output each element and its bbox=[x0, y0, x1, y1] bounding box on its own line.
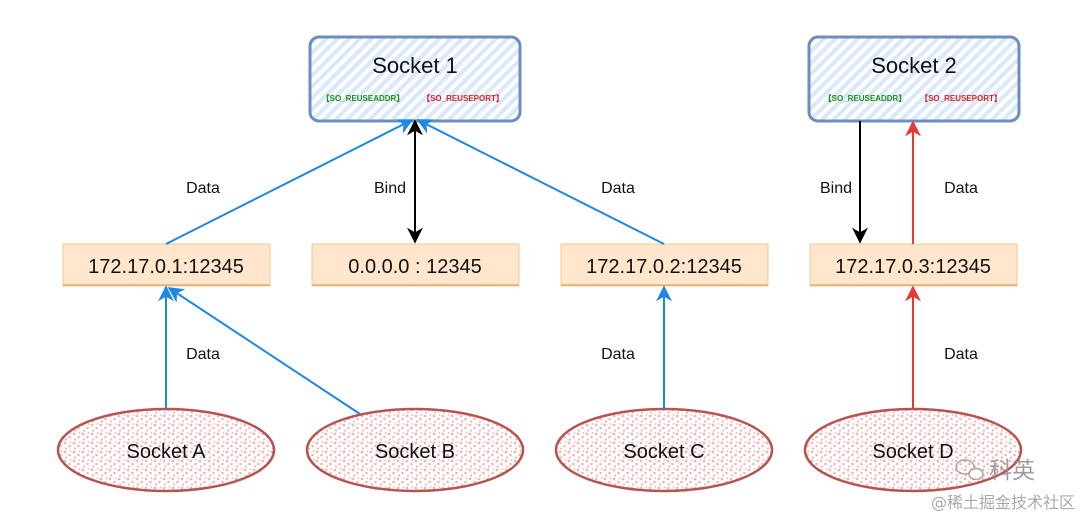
socket-1-box: Socket 1 【SO_REUSEADDR】 【SO_REUSEPORT】 bbox=[308, 35, 522, 123]
client-socket-c-label: Socket C bbox=[623, 441, 704, 463]
edge-label-data: Data bbox=[944, 346, 978, 363]
client-socket-c: Socket C bbox=[554, 407, 774, 493]
edge-label-data: Data bbox=[186, 346, 220, 363]
address-3-label: 172.17.0.2:12345 bbox=[586, 256, 742, 278]
socket-2-reuseaddr-option: 【SO_REUSEADDR】 bbox=[824, 93, 907, 103]
address-box-4: 172.17.0.3:12345 bbox=[809, 243, 1018, 287]
socket-1-title: Socket 1 bbox=[372, 53, 458, 78]
arrow-addr3-to-socket1 bbox=[416, 119, 665, 245]
watermark-site: @稀土掘金技术社区 bbox=[931, 493, 1075, 512]
client-socket-d-label: Socket D bbox=[872, 441, 953, 463]
address-2-label: 0.0.0.0 : 12345 bbox=[348, 256, 481, 278]
socket-2-reuseport-option: 【SO_REUSEPORT】 bbox=[920, 93, 1002, 103]
client-socket-b: Socket B bbox=[305, 407, 525, 493]
client-socket-b-label: Socket B bbox=[375, 441, 455, 463]
watermark-brand: 科英 bbox=[989, 458, 1035, 484]
address-box-2: 0.0.0.0 : 12345 bbox=[311, 243, 520, 287]
watermark: 科英 @稀土掘金技术社区 bbox=[931, 458, 1075, 512]
socket-2-title: Socket 2 bbox=[871, 53, 957, 78]
address-box-3: 172.17.0.2:12345 bbox=[560, 243, 769, 287]
client-socket-d: Socket D bbox=[803, 407, 1023, 493]
socket-1-reuseport-option: 【SO_REUSEPORT】 bbox=[422, 93, 504, 103]
edge-label-data: Data bbox=[601, 180, 635, 197]
edge-label-bind: Bind bbox=[374, 180, 406, 197]
client-socket-a-label: Socket A bbox=[127, 441, 207, 463]
edge-label-data: Data bbox=[944, 180, 978, 197]
edge-label-data: Data bbox=[186, 180, 220, 197]
socket-2-box: Socket 2 【SO_REUSEADDR】 【SO_REUSEPORT】 bbox=[807, 35, 1021, 123]
wechat-icon bbox=[955, 459, 984, 481]
address-4-label: 172.17.0.3:12345 bbox=[835, 256, 991, 278]
address-box-1: 172.17.0.1:12345 bbox=[62, 243, 271, 287]
address-1-label: 172.17.0.1:12345 bbox=[88, 256, 244, 278]
edge-label-data: Data bbox=[601, 346, 635, 363]
arrow-socket-b-to-addr1 bbox=[167, 287, 361, 415]
arrow-addr1-to-socket1 bbox=[165, 119, 414, 245]
client-socket-a: Socket A bbox=[56, 407, 276, 493]
edge-label-bind: Bind bbox=[820, 180, 852, 197]
socket-1-reuseaddr-option: 【SO_REUSEADDR】 bbox=[322, 93, 405, 103]
